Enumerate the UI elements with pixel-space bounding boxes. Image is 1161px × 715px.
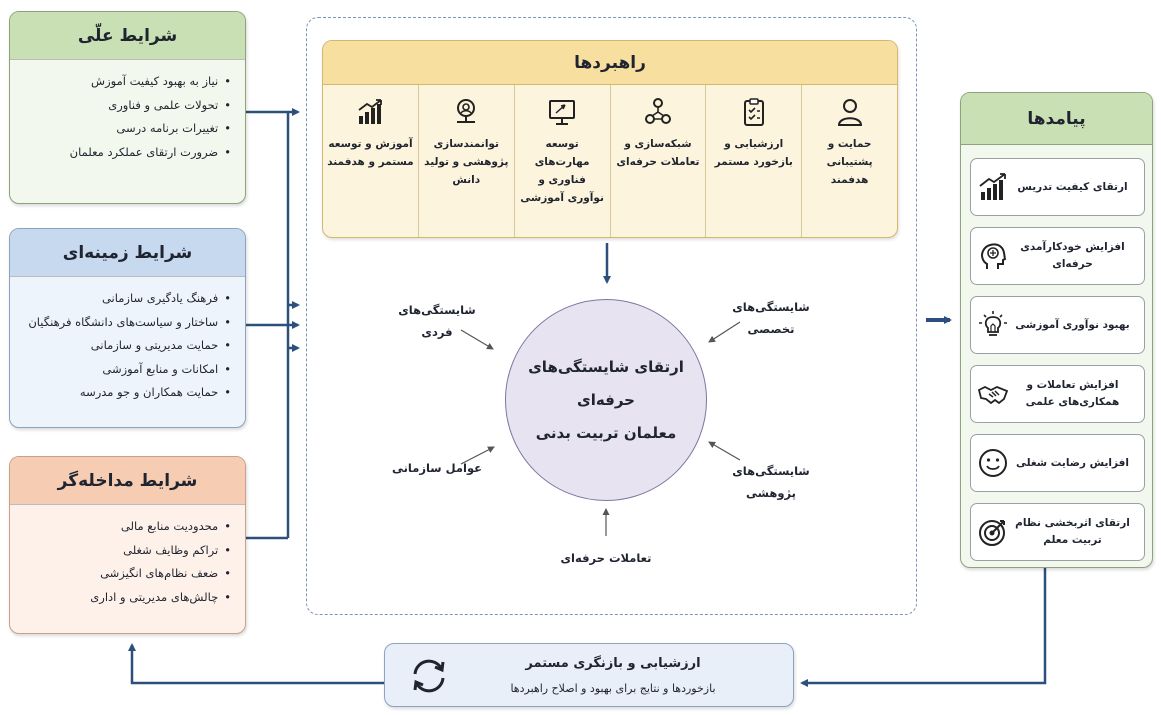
core-title-line: حرفه‌ای	[577, 390, 635, 409]
person-icon	[837, 99, 862, 126]
component-specialized: شایستگی‌های تخصصی	[732, 300, 810, 336]
core-title-line: معلمان تربیت بدنی	[535, 423, 677, 442]
strategy-support: حمایت و پشتیبانی هدفمند	[801, 85, 897, 237]
contextual-conditions-list: فرهنگ یادگیری سازمانی ساختار و سیاست‌های…	[10, 277, 245, 405]
causal-conditions-box: شرایط علّی نیاز به بهبود کیفیت آموزش تحو…	[9, 11, 246, 204]
growth-chart-icon	[979, 173, 1006, 200]
central-phenomenon-frame	[306, 17, 917, 615]
list-item: ضعف نظام‌های انگیزشی	[20, 562, 231, 586]
strategy-training: آموزش و توسعه مستمر و هدفمند	[323, 85, 418, 237]
head-brain-icon	[981, 243, 1007, 269]
growth-chart-icon	[358, 99, 383, 124]
core-phenomenon-circle: ارتقای شایستگی‌های حرفه‌ای معلمان تربیت …	[505, 299, 707, 501]
outcome-item: بهبود نوآوری آموزشی	[970, 296, 1145, 354]
strategy-label: توانمندسازی پژوهشی و تولید دانش	[424, 138, 509, 186]
component-research: شایستگی‌های پژوهشی	[732, 464, 810, 500]
strategy-label: آموزش و توسعه مستمر و هدفمند	[327, 138, 414, 168]
list-item: تحولات علمی و فناوری	[20, 94, 231, 118]
contextual-conditions-title: شرایط زمینه‌ای	[10, 229, 245, 277]
outcome-label: بهبود نوآوری آموزشی	[1015, 318, 1130, 331]
contextual-conditions-box: شرایط زمینه‌ای فرهنگ یادگیری سازمانی ساخ…	[9, 228, 246, 428]
outcome-item: افزایش تعاملات و همکاری‌های علمی	[970, 365, 1145, 423]
list-item: تغییرات برنامه درسی	[20, 117, 231, 141]
causal-conditions-list: نیاز به بهبود کیفیت آموزش تحولات علمی و …	[10, 60, 245, 164]
outcome-item: افزایش رضایت شغلی	[970, 434, 1145, 492]
outcomes-title: پیامدها	[961, 93, 1152, 145]
list-item: امکانات و منابع آموزشی	[20, 358, 231, 382]
strategy-evaluation: ارزشیابی و بازخورد مستمر	[705, 85, 801, 237]
monitor-icon	[549, 100, 576, 125]
list-item: حمایت مدیریتی و سازمانی	[20, 334, 231, 358]
list-item: نیاز به بهبود کیفیت آموزش	[20, 70, 231, 94]
research-icon	[457, 99, 476, 123]
intervening-conditions-title: شرایط مداخله‌گر	[10, 457, 245, 505]
network-icon	[644, 98, 671, 124]
list-item: ضرورت ارتقای عملکرد معلمان	[20, 141, 231, 165]
causal-conditions-title: شرایط علّی	[10, 12, 245, 60]
outcome-label: ارتقای اثربخشی نظام تربیت معلم	[1015, 517, 1130, 546]
strategies-row: حمایت و پشتیبانی هدفمند ارزشیابی و بازخو…	[323, 85, 897, 237]
strategies-box: راهبردها حمایت و پشتیبانی هدفمند ارزشیاب…	[322, 40, 898, 238]
strategy-technology: توسعه مهارت‌های فناوری و نوآوری آموزشی	[513, 85, 610, 237]
list-item: فرهنگ یادگیری سازمانی	[20, 287, 231, 311]
strategy-label: توسعه مهارت‌های فناوری و نوآوری آموزشی	[520, 138, 604, 204]
core-title-line: ارتقای شایستگی‌های	[528, 357, 684, 376]
outcomes-box: پیامدها ارتقای کیفیت تدریس افزایش خودکار…	[960, 92, 1153, 568]
list-item: چالش‌های مدیریتی و اداری	[20, 586, 231, 610]
outcome-item: افزایش خودکارآمدی حرفه‌ای	[970, 227, 1145, 285]
outcome-label: افزایش تعاملات و همکاری‌های علمی	[1025, 379, 1120, 408]
outcome-item: ارتقای اثربخشی نظام تربیت معلم	[970, 503, 1145, 561]
list-item: محدودیت منابع مالی	[20, 515, 231, 539]
lightbulb-icon	[979, 311, 1007, 336]
outcome-label: ارتقای کیفیت تدریس	[1017, 180, 1128, 193]
evaluation-subtitle: بازخوردها و نتایج برای بهبود و اصلاح راه…	[510, 682, 716, 695]
strategies-title: راهبردها	[323, 41, 897, 85]
cycle-arrows-icon	[413, 659, 445, 693]
list-item: حمایت همکاران و جو مدرسه	[20, 381, 231, 405]
strategy-label: ارزشیابی و بازخورد مستمر	[714, 138, 793, 168]
evaluation-box: ارزشیابی و بازنگری مستمر بازخوردها و نتا…	[384, 643, 794, 707]
outcome-label: افزایش خودکارآمدی حرفه‌ای	[1020, 241, 1125, 270]
strategy-label: شبکه‌سازی و تعاملات حرفه‌ای	[616, 138, 700, 168]
evaluation-title: ارزشیابی و بازنگری مستمر	[525, 656, 701, 671]
component-individual: شایستگی‌های فردی	[398, 303, 476, 339]
component-interactions: تعاملات حرفه‌ای	[560, 551, 652, 565]
clipboard-icon	[743, 98, 764, 126]
list-item: ساختار و سیاست‌های دانشگاه فرهنگیان	[20, 311, 231, 335]
target-icon	[979, 520, 1005, 546]
strategy-networking: شبکه‌سازی و تعاملات حرفه‌ای	[609, 85, 706, 237]
strategy-research: توانمندسازی پژوهشی و تولید دانش	[417, 85, 514, 237]
outcome-label: افزایش رضایت شغلی	[1015, 456, 1130, 469]
smiley-icon	[979, 449, 1007, 477]
component-organizational: عوامل سازمانی	[391, 461, 483, 475]
strategy-label: حمایت و پشتیبانی هدفمند	[826, 138, 873, 186]
intervening-conditions-list: محدودیت منابع مالی تراکم وظایف شغلی ضعف …	[10, 505, 245, 609]
handshake-icon	[977, 385, 1009, 405]
intervening-conditions-box: شرایط مداخله‌گر محدودیت منابع مالی تراکم…	[9, 456, 246, 634]
list-item: تراکم وظایف شغلی	[20, 539, 231, 563]
outcome-item: ارتقای کیفیت تدریس	[970, 158, 1145, 216]
